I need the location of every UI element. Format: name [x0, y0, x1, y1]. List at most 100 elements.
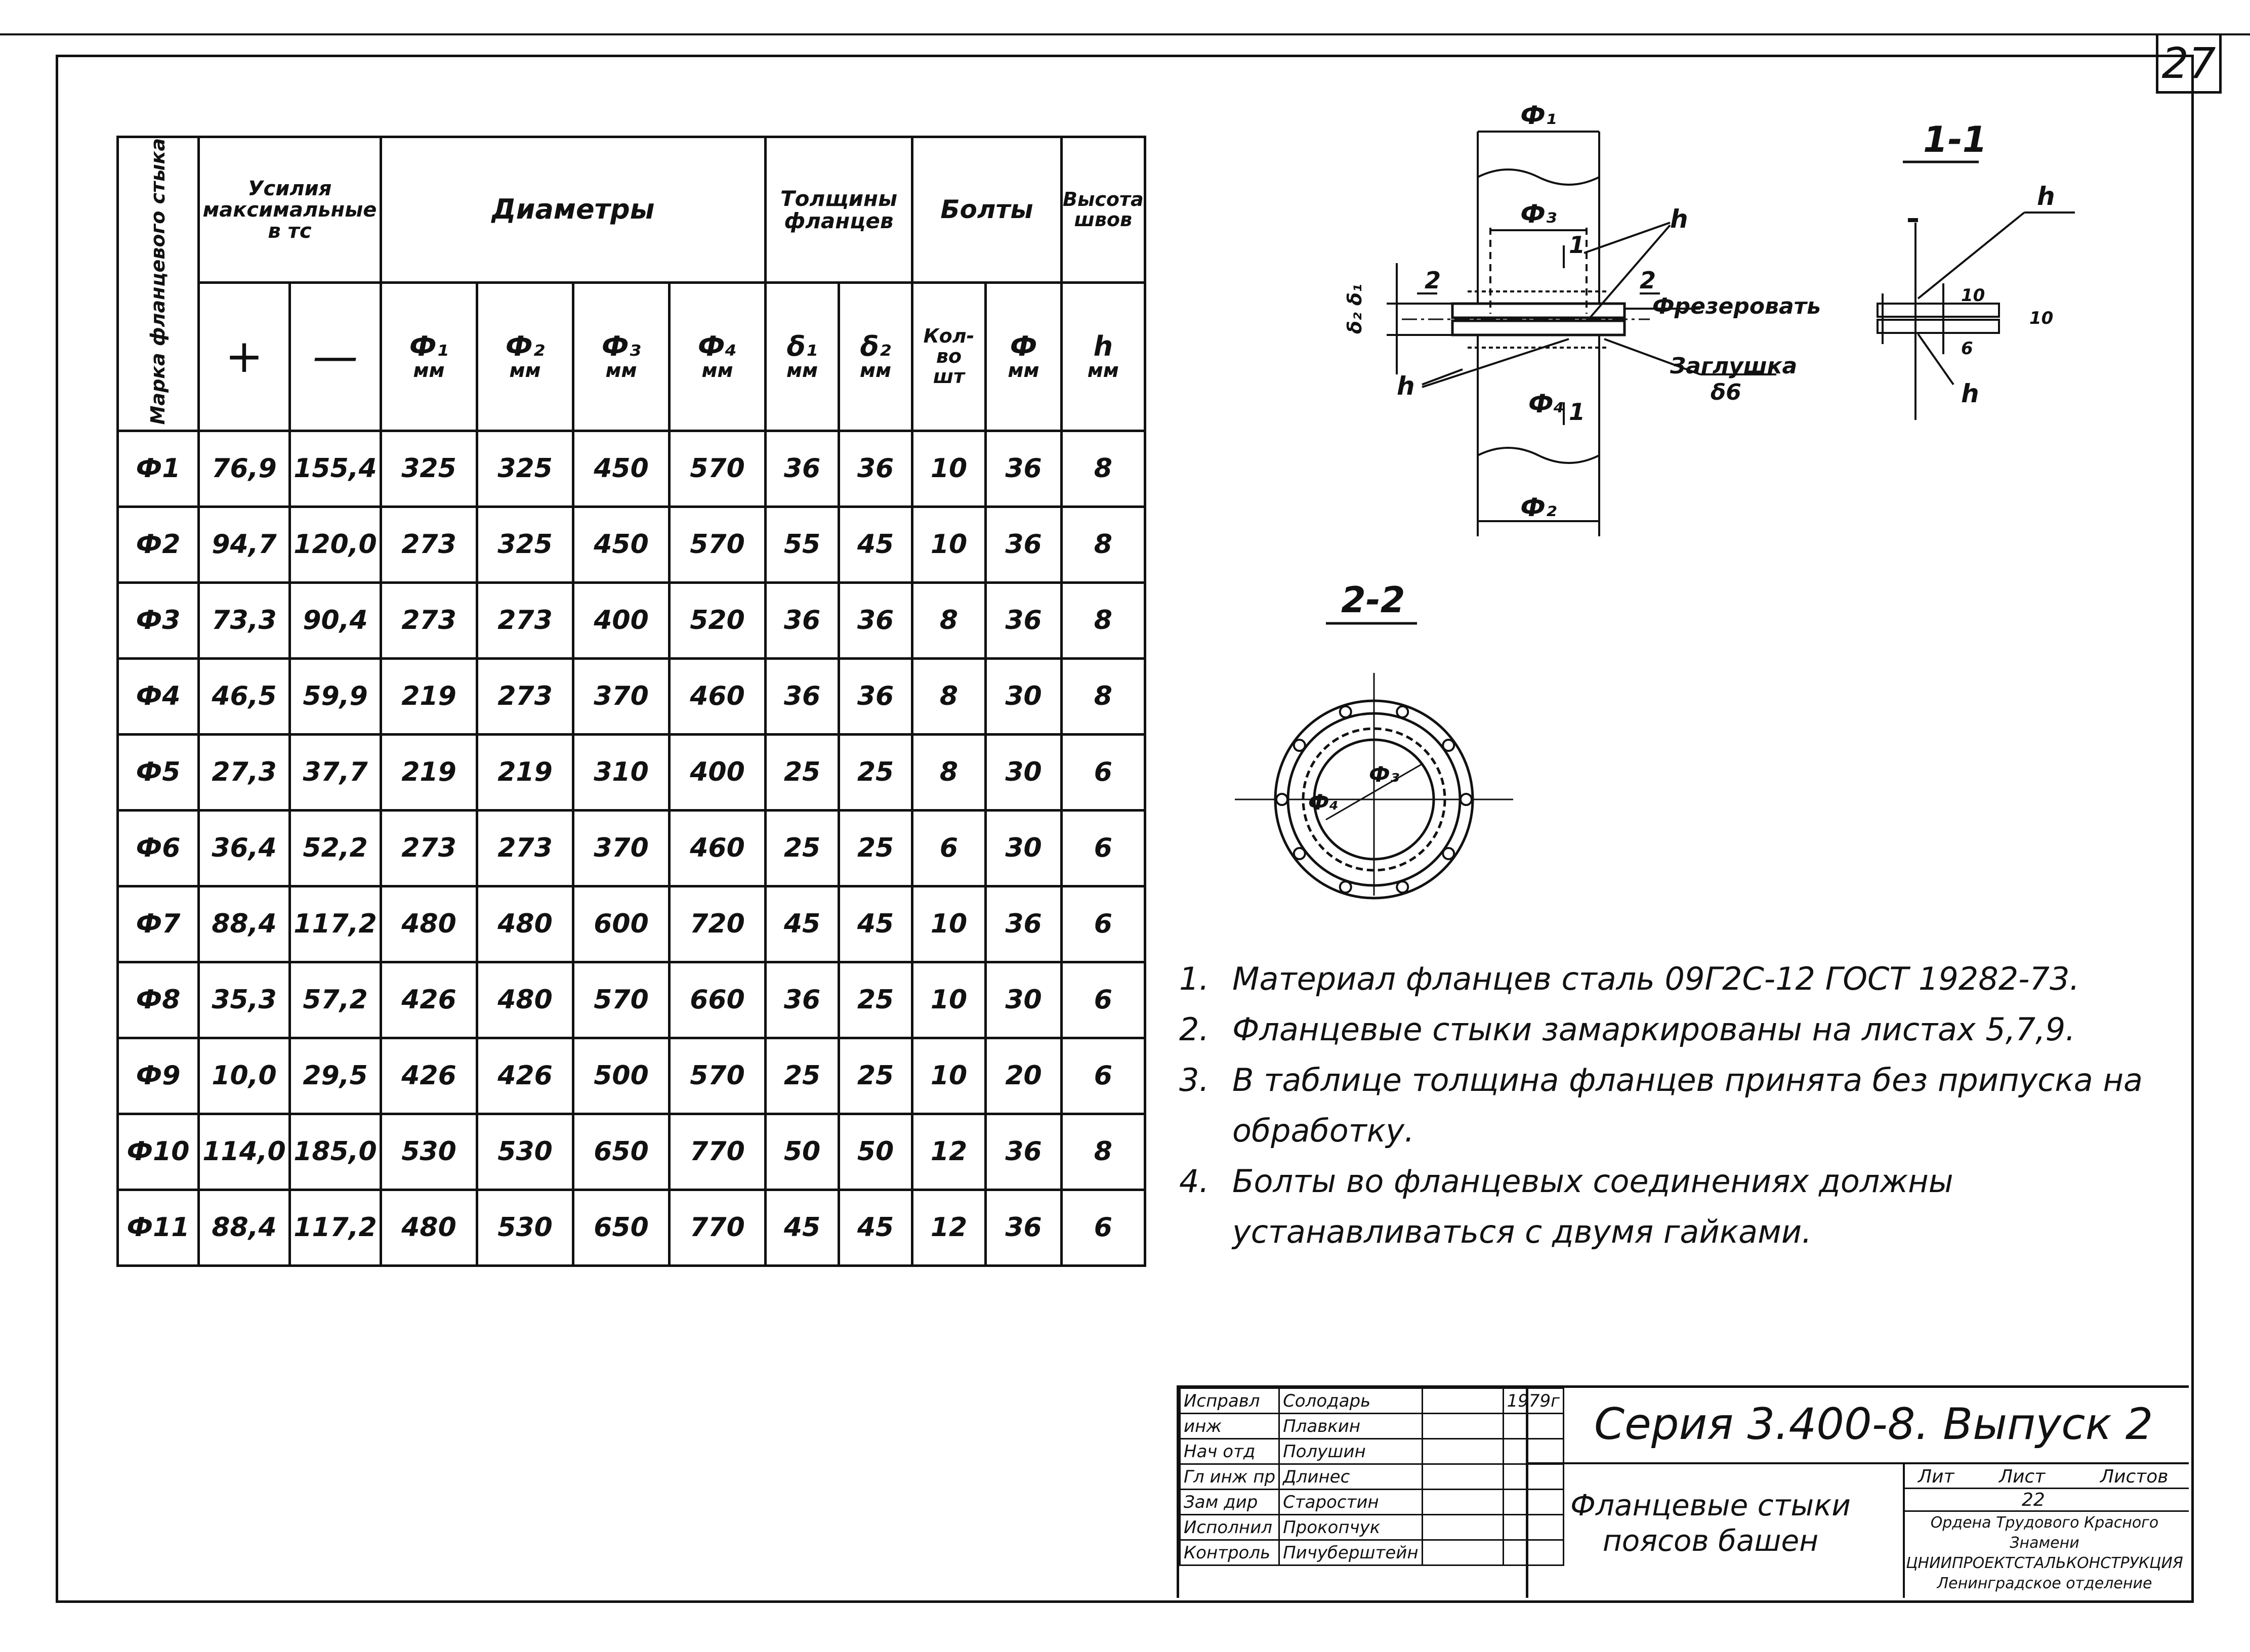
cell-t2: 25	[838, 1036, 913, 1115]
drawing-frame	[56, 55, 2194, 1603]
cell-mark: Ф6	[116, 809, 200, 887]
cell-d4: 570	[668, 1036, 767, 1115]
section-2-2-d3: Ф₃	[1369, 762, 1399, 787]
signature-role: Исправл	[1179, 1387, 1280, 1414]
cell-d2: 426	[476, 1036, 574, 1115]
cell-plus: 114,0	[197, 1112, 291, 1191]
cell-d1: 426	[380, 1036, 478, 1115]
cell-d3: 370	[572, 809, 671, 887]
cell-d4: 770	[668, 1112, 767, 1191]
cell-n: 8	[911, 733, 987, 812]
cell-d4: 570	[668, 505, 767, 584]
cell-mark: Ф5	[116, 733, 200, 812]
cell-d4: 460	[668, 657, 767, 736]
cell-mark: Ф11	[116, 1188, 200, 1267]
cell-plus: 10,0	[197, 1036, 291, 1115]
cell-d4: 520	[668, 581, 767, 660]
cell-t2: 25	[838, 733, 913, 812]
cell-d1: 426	[380, 960, 478, 1039]
cell-d2: 273	[476, 657, 574, 736]
signature-name: Солодарь	[1278, 1387, 1423, 1414]
note-number: 3.	[1179, 1062, 1210, 1098]
signature-extra: 1979г	[1502, 1387, 1564, 1414]
cell-minus: 57,2	[288, 960, 382, 1039]
cell-n: 10	[911, 884, 987, 963]
cell-d4: 570	[668, 429, 767, 508]
cell-bd: 30	[984, 733, 1063, 812]
section-1-1-drawing: 1-1 h h 10 6 10	[1877, 121, 2075, 420]
header-forces: Усилия максимальные в тс	[197, 135, 382, 284]
cell-t2: 25	[838, 960, 913, 1039]
cell-n: 8	[911, 581, 987, 660]
cell-d1: 480	[380, 884, 478, 963]
cell-t1: 36	[764, 657, 840, 736]
cell-d2: 480	[476, 960, 574, 1039]
note-item: 2.Фланцевые стыки замаркированы на листа…	[1179, 1004, 2166, 1055]
org-line-1: Ордена Трудового Красного Знамени	[1930, 1514, 2159, 1552]
signature-extra	[1502, 1489, 1564, 1515]
titleblock-divider-2	[1528, 1462, 2189, 1464]
cell-h: 6	[1060, 1036, 1146, 1115]
cell-plus: 35,3	[197, 960, 291, 1039]
cell-h: 6	[1060, 809, 1146, 887]
cell-bd: 36	[984, 1188, 1063, 1267]
cell-bd: 30	[984, 809, 1063, 887]
cell-plus: 76,9	[197, 429, 291, 508]
cell-t2: 25	[838, 809, 913, 887]
cell-d1: 219	[380, 657, 478, 736]
cell-mark: Ф9	[116, 1036, 200, 1115]
cell-d4: 770	[668, 1188, 767, 1267]
cell-d3: 600	[572, 884, 671, 963]
label-d3: Ф₃	[1520, 199, 1557, 229]
section-1-1-title: 1-1	[1923, 121, 1987, 160]
cell-d2: 325	[476, 429, 574, 508]
cell-mark: Ф4	[116, 657, 200, 736]
signature-sign	[1421, 1463, 1504, 1490]
cell-d1: 273	[380, 505, 478, 584]
cell-bd: 36	[984, 884, 1063, 963]
cell-minus: 52,2	[288, 809, 382, 887]
cell-t1: 25	[764, 809, 840, 887]
label-section-1-bottom: 1	[1569, 398, 1585, 426]
cell-d4: 460	[668, 809, 767, 887]
bolt-hole	[1339, 880, 1352, 894]
header-weld-height: Высота швов	[1060, 135, 1146, 284]
cell-d3: 570	[572, 960, 671, 1039]
signature-extra	[1502, 1438, 1564, 1465]
label-section-2-right: 2	[1640, 267, 1656, 294]
cell-t1: 45	[764, 884, 840, 963]
cell-d1: 273	[380, 809, 478, 887]
cell-d3: 450	[572, 505, 671, 584]
cell-d3: 400	[572, 581, 671, 660]
cell-minus: 29,5	[288, 1036, 382, 1115]
signature-sign	[1421, 1387, 1504, 1414]
cell-t2: 45	[838, 884, 913, 963]
label-h-bottom: h	[1397, 371, 1415, 401]
cell-d1: 530	[380, 1112, 478, 1191]
signature-role: Исполнил	[1179, 1514, 1280, 1541]
note-item: 4.Болты во фланцевых соединениях должны …	[1179, 1156, 2166, 1257]
titleblock-sheet: Лист	[1999, 1466, 2046, 1487]
cell-t1: 45	[764, 1188, 840, 1267]
bolt-hole	[1293, 846, 1306, 860]
cell-minus: 37,7	[288, 733, 382, 812]
cell-h: 6	[1060, 1188, 1146, 1267]
signature-extra	[1502, 1539, 1564, 1566]
cell-d2: 480	[476, 884, 574, 963]
signature-extra	[1502, 1413, 1564, 1439]
label-section-1-top: 1	[1569, 231, 1585, 259]
cell-minus: 185,0	[288, 1112, 382, 1191]
